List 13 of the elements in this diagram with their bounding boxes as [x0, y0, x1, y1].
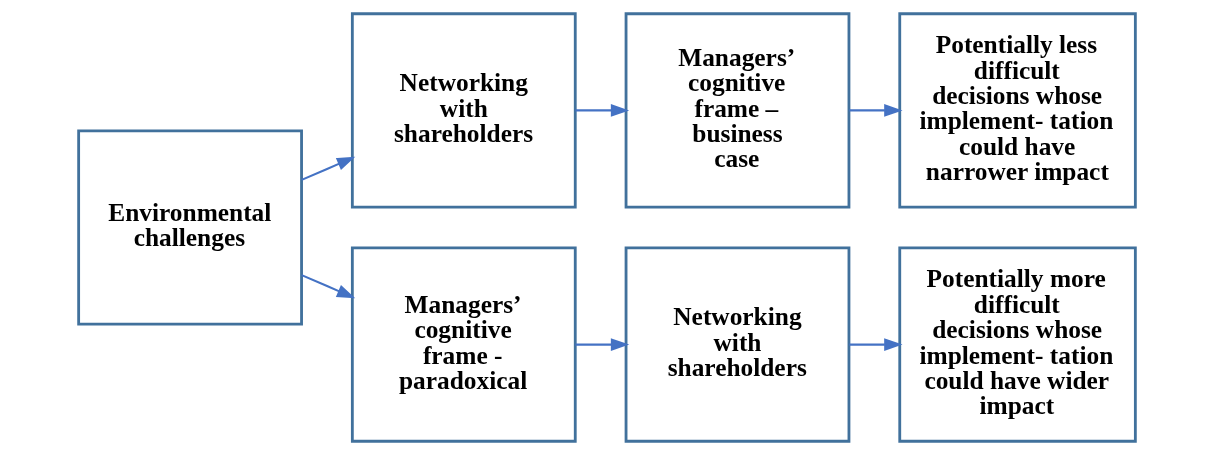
node-box: Managers’ cognitive frame - paradoxical [350, 246, 577, 443]
arrow [574, 103, 629, 117]
node-box: Environmental challenges [76, 129, 303, 326]
node-box: Managers’ cognitive frame – business case [624, 12, 850, 209]
node-box: Networking with shareholders [350, 12, 577, 209]
node-box: Potentially less difficult decisions whose implement- tation could have narrower impact [897, 12, 1137, 209]
node-box: Networking with shareholders [624, 246, 850, 443]
arrow [848, 338, 903, 352]
arrow [300, 274, 355, 299]
arrow [848, 103, 903, 117]
node-box: Potentially more difficult decisions whose implement- tation could have wider impact [897, 246, 1137, 443]
arrow [300, 156, 355, 181]
arrow [574, 338, 629, 352]
